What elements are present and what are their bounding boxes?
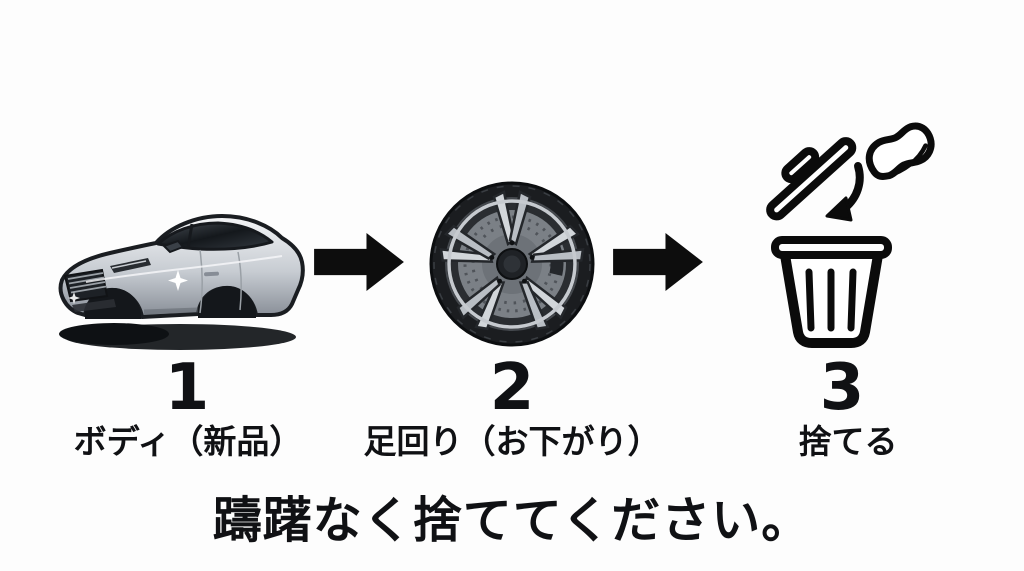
right-arrow-icon — [613, 233, 703, 291]
step-label-throw-away: 捨てる — [798, 422, 898, 461]
step-label-undercarriage-handmedown: 足回り（お下がり） — [363, 422, 661, 461]
throw-in-arrow-icon — [825, 162, 864, 222]
step-number-2: 2 — [489, 351, 535, 425]
car-body-illustration — [52, 186, 314, 360]
step-number-3: 3 — [819, 351, 865, 425]
trash-lid — [766, 137, 857, 221]
caption-text: 躊躇なく捨ててください。 — [212, 492, 812, 549]
step-number-1: 1 — [164, 351, 210, 425]
right-arrow-icon — [314, 233, 404, 291]
wheel-illustration — [428, 180, 596, 348]
step-label-body-new: ボディ（新品） — [73, 422, 303, 461]
trash-can-icon — [766, 122, 935, 348]
wheel-icon — [429, 181, 595, 347]
discarded-part-icon — [865, 122, 935, 180]
trash-illustration — [765, 112, 975, 358]
car-icon — [58, 214, 305, 350]
